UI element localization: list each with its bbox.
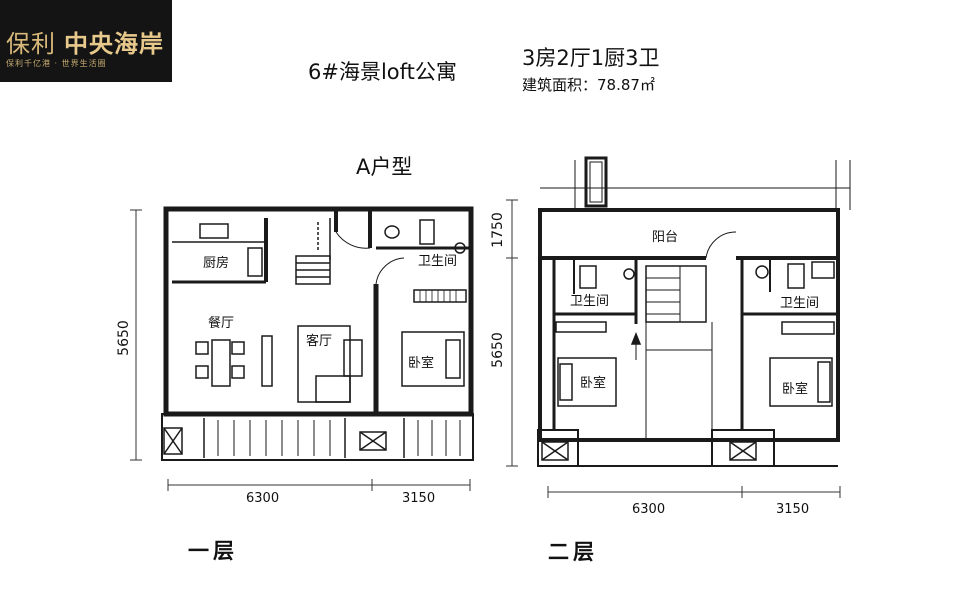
room-dining: 餐厅 xyxy=(208,316,235,331)
logo-slogan: 保利千亿港 · 世界生活圈 xyxy=(6,59,107,68)
floor2-plan xyxy=(537,156,851,467)
dim-f1-width-b: 3150 xyxy=(402,491,436,506)
logo: 保利中央海岸 保利千亿港 · 世界生活圈 xyxy=(0,0,172,82)
floor1-label: 一层 xyxy=(188,539,238,563)
room-bath: 卫生间 xyxy=(418,254,458,269)
floor1-plan xyxy=(161,206,474,461)
room-bedroom-left: 卧室 xyxy=(580,376,607,391)
floor2-label: 二层 xyxy=(548,540,598,564)
unit-type-label: A户型 xyxy=(356,155,413,179)
building-area: 建筑面积：78.87㎡ xyxy=(522,76,655,94)
dim-f2-height-main: 5650 xyxy=(489,332,506,368)
dimension-lines xyxy=(130,199,841,498)
room-bedroom: 卧室 xyxy=(408,356,435,371)
dim-f2-width-a: 6300 xyxy=(632,502,666,517)
page-title: 6#海景loft公寓 xyxy=(308,60,457,84)
room-bedroom-right: 卧室 xyxy=(782,382,809,397)
dim-f2-height-top: 1750 xyxy=(489,212,506,248)
dim-f1-height: 5650 xyxy=(115,320,132,356)
layout-summary: 3房2厅1厨3卫 xyxy=(522,46,660,70)
logo-brand: 保利中央海岸 xyxy=(6,30,164,58)
room-living: 客厅 xyxy=(306,334,333,349)
dim-f1-width-a: 6300 xyxy=(246,491,280,506)
room-bath-right: 卫生间 xyxy=(780,296,820,311)
dim-f2-width-b: 3150 xyxy=(776,502,810,517)
room-bath-left: 卫生间 xyxy=(570,294,610,309)
room-balcony: 阳台 xyxy=(652,230,679,245)
room-kitchen: 厨房 xyxy=(203,256,230,271)
